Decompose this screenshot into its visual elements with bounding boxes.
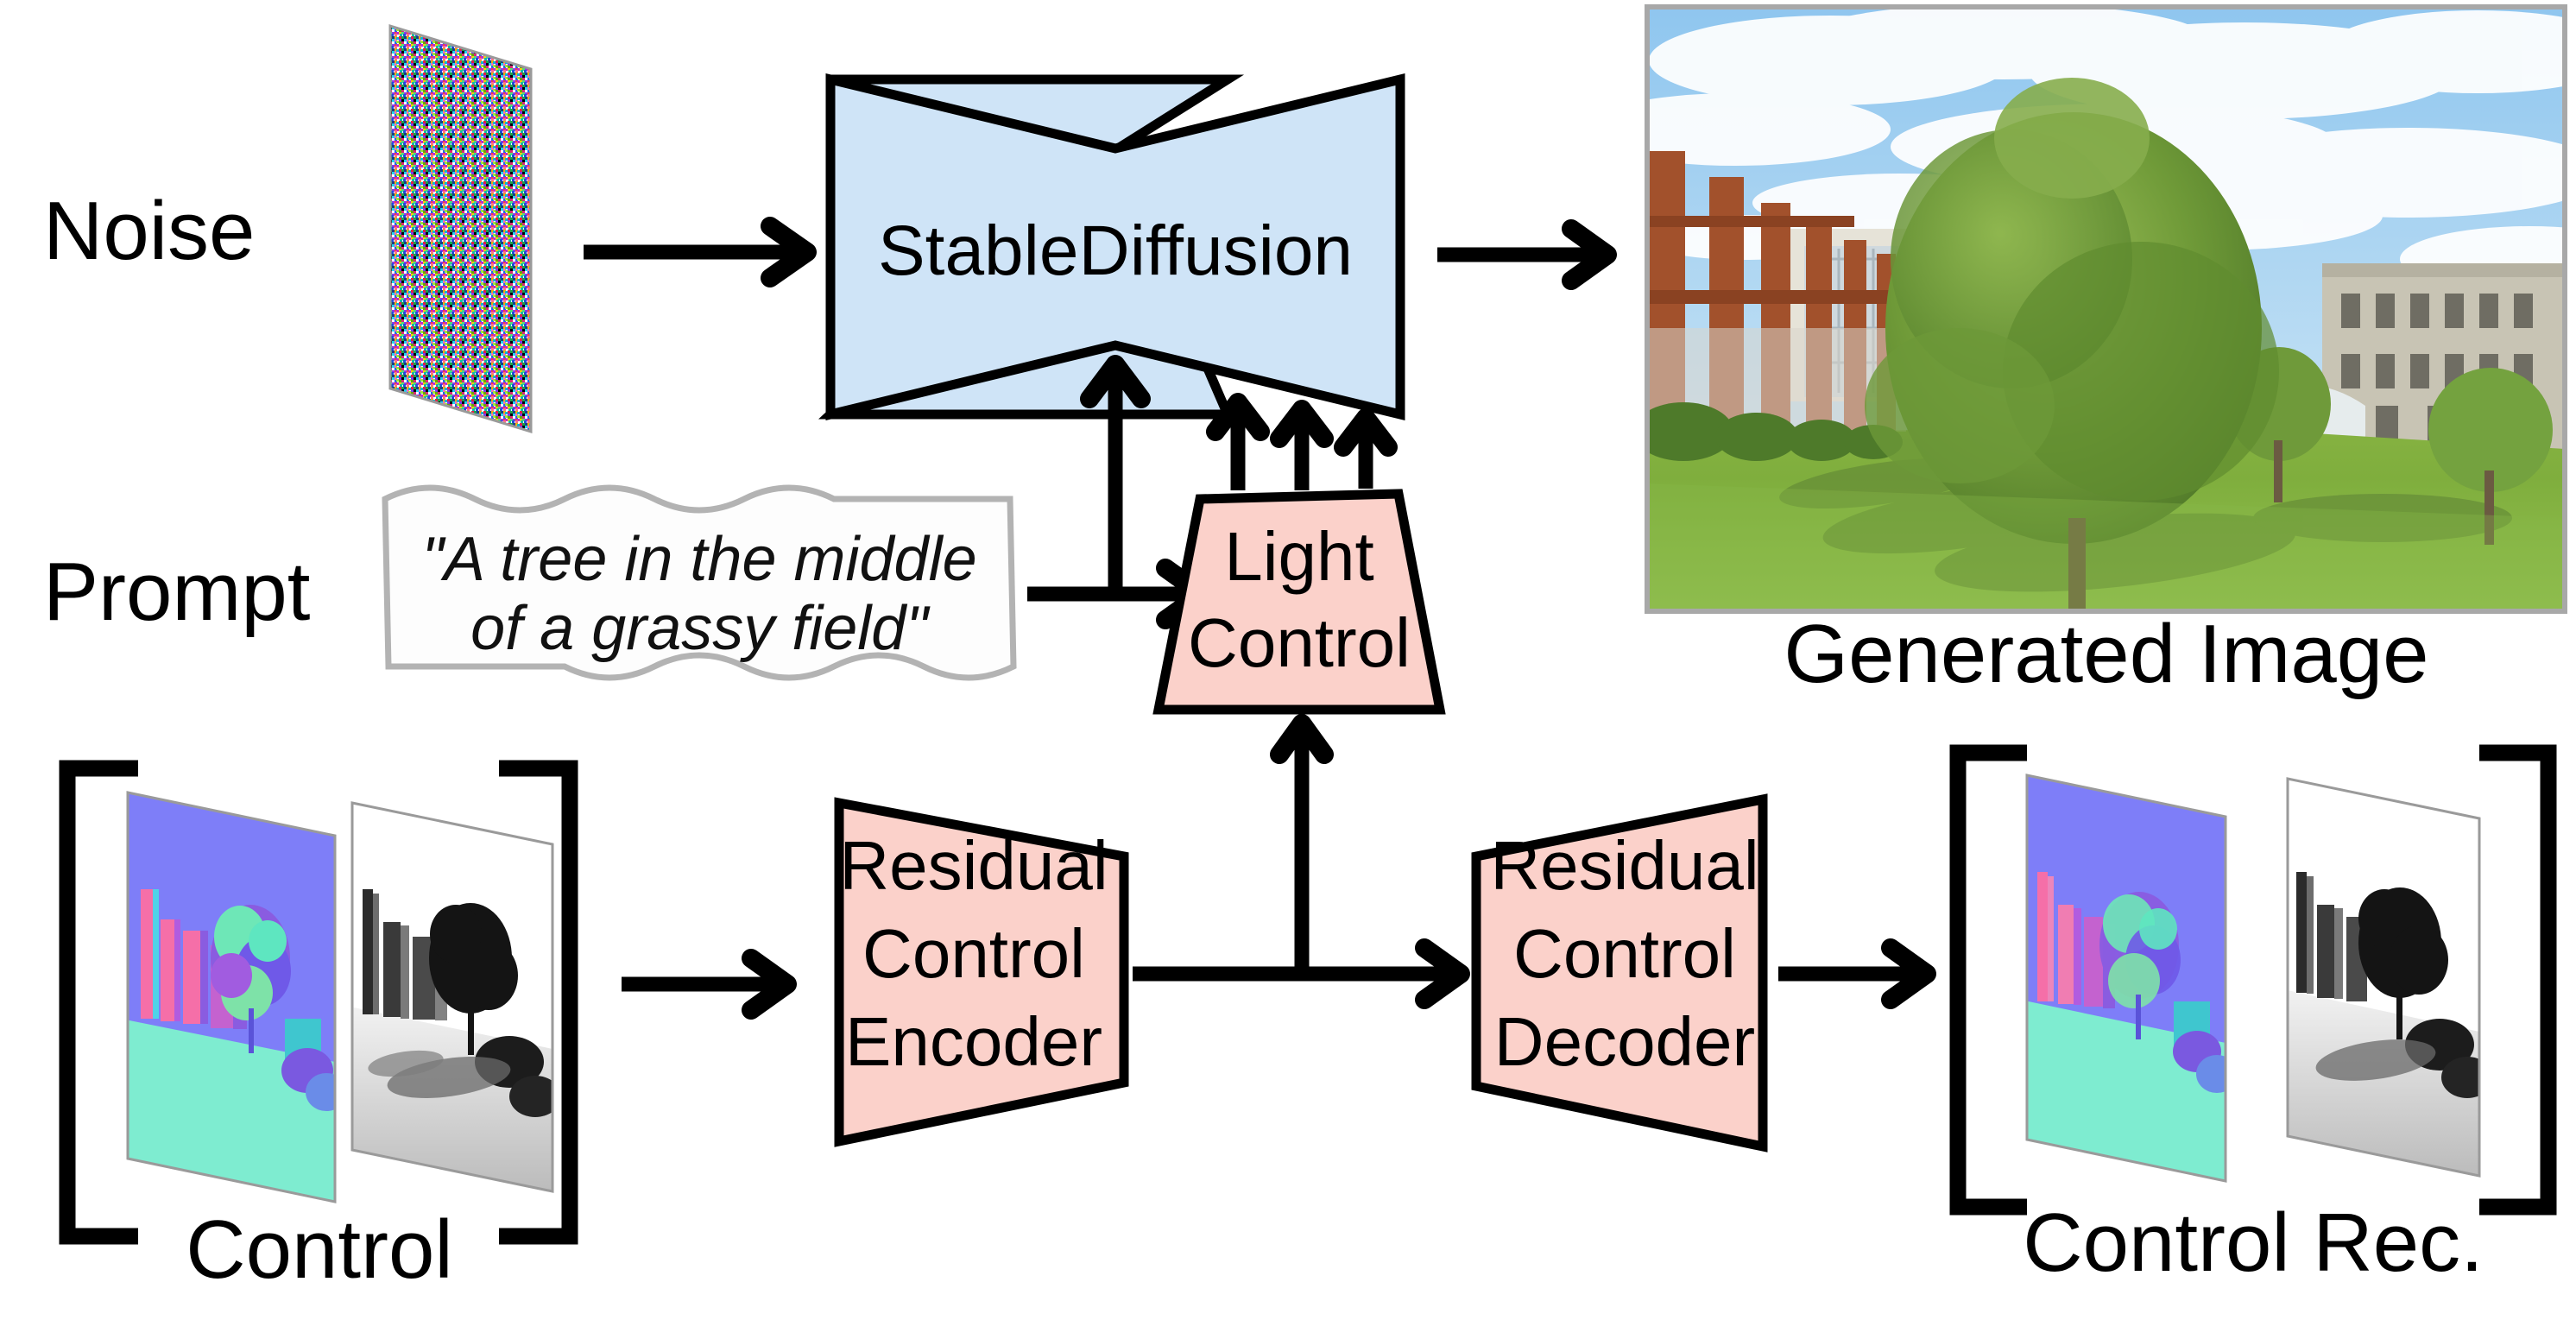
control-depth-map-pane (350, 801, 554, 1193)
control-rec-normal-pane (2025, 774, 2227, 1183)
arrow-light-control-to-diffusion-a (1206, 393, 1270, 490)
residual-control-decoder-block[interactable]: Residual Control Decoder (1471, 793, 1768, 1153)
noise-label: Noise (43, 185, 255, 277)
control-label: Control (186, 1203, 452, 1296)
light-control-line-1: Light (1224, 518, 1373, 595)
stable-diffusion-label: StableDiffusion (878, 212, 1353, 290)
stable-diffusion-block[interactable]: StableDiffusion (818, 73, 1405, 420)
prompt-label: Prompt (43, 546, 310, 638)
control-bracket (59, 760, 578, 1245)
control-rec-depth-pane (2286, 777, 2481, 1178)
arrow-encoder-to-decoder (1302, 938, 1470, 1009)
light-control-block[interactable]: Light Control (1152, 489, 1446, 715)
decoder-line-2: Control (1513, 915, 1736, 992)
prompt-textbox[interactable]: "A tree in the middle of a grassy field" (382, 484, 1017, 681)
encoder-line-2: Control (862, 915, 1085, 992)
prompt-line-1: "A tree in the middle (421, 525, 976, 594)
control-normal-map-pane (126, 791, 337, 1203)
decoder-line-1: Residual (1490, 827, 1758, 904)
generated-image-label: Generated Image (1784, 608, 2428, 700)
arrow-decoder-to-control-rec (1778, 938, 1936, 1009)
arrow-prompt-to-diffusion (1027, 355, 1151, 602)
generated-image-photo (1645, 4, 2567, 614)
arrow-light-control-to-diffusion-c (1334, 408, 1398, 489)
encoder-line-1: Residual (839, 827, 1108, 904)
light-control-line-2: Control (1188, 604, 1411, 681)
residual-control-encoder-block[interactable]: Residual Control Encoder (834, 797, 1129, 1147)
control-rec-label: Control Rec. (2023, 1197, 2484, 1289)
arrow-encoder-to-light-control (1133, 714, 1334, 982)
arrow-diffusion-to-generated (1437, 219, 1617, 290)
arrow-control-to-encoder (622, 949, 797, 1020)
decoder-line-3: Decoder (1494, 1003, 1755, 1080)
control-rec-bracket (1949, 744, 2557, 1216)
encoder-line-3: Encoder (845, 1003, 1102, 1080)
arrow-light-control-to-diffusion-b (1270, 400, 1334, 490)
noise-pane (388, 23, 533, 434)
arrow-noise-to-diffusion (584, 217, 817, 287)
prompt-line-2: of a grassy field" (470, 594, 931, 663)
